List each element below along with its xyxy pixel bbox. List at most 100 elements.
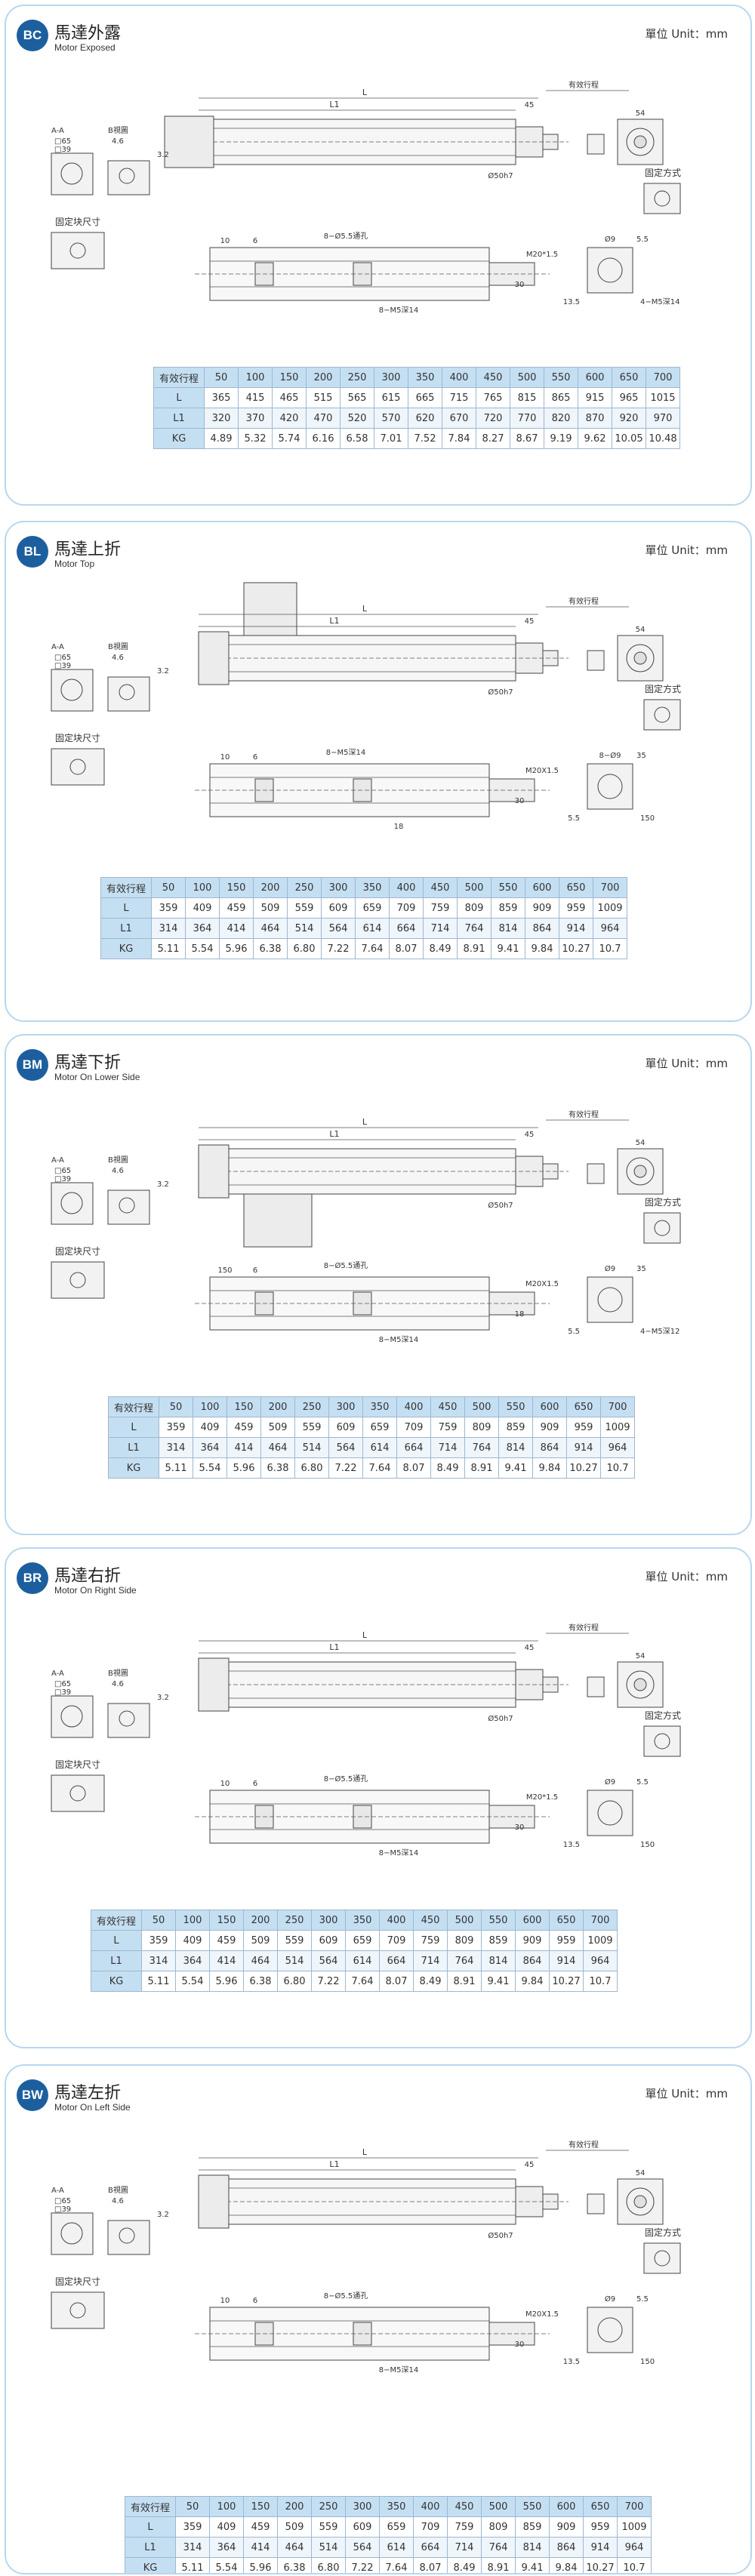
table-cell: 420 bbox=[272, 408, 307, 429]
table-header-cell: 300 bbox=[345, 2496, 380, 2517]
clevis bbox=[587, 1676, 605, 1697]
table-header-cell: 700 bbox=[646, 367, 680, 388]
label-block-size: 固定块尺寸 bbox=[55, 732, 100, 743]
section-title: 馬達上折 bbox=[54, 540, 122, 559]
clevis bbox=[587, 2193, 605, 2214]
table-row-label: L bbox=[108, 1417, 159, 1438]
table-cell: 414 bbox=[209, 1950, 244, 1971]
table-cell: 6.80 bbox=[287, 938, 322, 959]
table-header-cell: 100 bbox=[185, 877, 220, 898]
block-view-hole bbox=[69, 1272, 86, 1288]
section-code-badge: BR bbox=[17, 1562, 48, 1594]
end-detail-bore bbox=[597, 1287, 623, 1313]
table-cell: 759 bbox=[413, 1930, 448, 1951]
table-cell: 959 bbox=[559, 897, 593, 919]
label-aa: A-A bbox=[51, 643, 64, 651]
flange-bore bbox=[60, 162, 83, 185]
dim-46: 4.6 bbox=[112, 1680, 124, 1688]
b-view bbox=[107, 160, 150, 195]
dim-hole: 8−M5深14 bbox=[326, 748, 365, 757]
table-cell: 5.54 bbox=[193, 1457, 227, 1479]
dim-55: 35 bbox=[636, 1265, 646, 1273]
table-header-cell: 200 bbox=[260, 1396, 295, 1417]
table-header-cell: 500 bbox=[464, 1396, 499, 1417]
label-mount-method: 固定方式 bbox=[645, 1710, 681, 1721]
label-b-view: B視圖 bbox=[108, 125, 128, 135]
dim-sq39: □39 bbox=[54, 2205, 71, 2214]
table-cell: 659 bbox=[345, 1930, 380, 1951]
label-block-size: 固定块尺寸 bbox=[55, 1759, 100, 1770]
table-cell: 720 bbox=[476, 408, 510, 429]
table-cell: 864 bbox=[515, 1950, 550, 1971]
table-cell: 7.22 bbox=[321, 938, 356, 959]
dim-m5b: 4−M5深14 bbox=[640, 297, 680, 306]
label-b-view: B視圖 bbox=[108, 1155, 128, 1165]
table-header-cell: 150 bbox=[272, 367, 307, 388]
table-header-label: 有效行程 bbox=[108, 1396, 159, 1417]
dim-fit: Ø50h7 bbox=[488, 1714, 513, 1723]
table-cell: 514 bbox=[287, 918, 322, 939]
table-header-cell: 500 bbox=[457, 877, 492, 898]
table-cell: 659 bbox=[355, 897, 390, 919]
table-cell: 464 bbox=[277, 2537, 312, 2558]
table-header-cell: 400 bbox=[379, 1910, 414, 1931]
table-cell: 414 bbox=[226, 1437, 261, 1458]
table-cell: 1009 bbox=[593, 897, 627, 919]
table-cell: 859 bbox=[481, 1930, 516, 1951]
table-cell: 6.58 bbox=[340, 428, 374, 449]
dim-m5: 8−M5深14 bbox=[379, 2365, 418, 2374]
dim-46: 4.6 bbox=[112, 654, 124, 662]
dim-L1: L1 bbox=[329, 616, 339, 626]
table-cell: 7.22 bbox=[345, 2557, 380, 2573]
table-header-cell: 50 bbox=[151, 877, 186, 898]
table-cell: 5.96 bbox=[209, 1971, 244, 1992]
table-cell: 314 bbox=[159, 1437, 193, 1458]
dim-32: 3.2 bbox=[157, 1694, 169, 1702]
table-cell: 8.07 bbox=[396, 1457, 431, 1479]
table-header-cell: 350 bbox=[379, 2496, 414, 2517]
table-cell: 8.91 bbox=[457, 938, 492, 959]
unit-label: 單位 Unit：mm bbox=[645, 27, 728, 41]
flange-bore bbox=[60, 1705, 83, 1728]
table-cell: 10.7 bbox=[583, 1971, 618, 1992]
motor-block bbox=[243, 582, 297, 636]
table-cell: 5.11 bbox=[151, 938, 186, 959]
clevis bbox=[587, 650, 605, 671]
flange-view bbox=[51, 152, 94, 195]
dim-135: 13.5 bbox=[563, 2358, 580, 2366]
table-header-cell: 650 bbox=[549, 1910, 584, 1931]
table-cell: 759 bbox=[447, 2516, 482, 2538]
clevis bbox=[587, 1163, 605, 1184]
table-header-cell: 650 bbox=[612, 367, 646, 388]
table-cell: 359 bbox=[151, 897, 186, 919]
mount-view-hole bbox=[654, 1733, 670, 1750]
table-cell: 909 bbox=[525, 897, 559, 919]
table-cell: 10.27 bbox=[559, 938, 593, 959]
table-cell: 570 bbox=[374, 408, 408, 429]
section-title: 馬達左折 bbox=[54, 2084, 122, 2103]
table-header-cell: 600 bbox=[578, 367, 612, 388]
table-cell: 459 bbox=[209, 1930, 244, 1951]
table-cell: 659 bbox=[379, 2516, 414, 2538]
table-cell: 409 bbox=[175, 1930, 210, 1951]
dim-fit: Ø50h7 bbox=[488, 688, 513, 697]
table-cell: 470 bbox=[306, 408, 341, 429]
label-mount-method: 固定方式 bbox=[645, 1196, 681, 1208]
table-cell: 8.27 bbox=[476, 428, 510, 449]
dim-46: 4.6 bbox=[112, 1167, 124, 1175]
table-cell: 815 bbox=[510, 387, 544, 408]
table-header-cell: 650 bbox=[566, 1396, 601, 1417]
dim-fit: Ø50h7 bbox=[488, 1201, 513, 1210]
mount-view-hole bbox=[654, 190, 670, 207]
table-cell: 709 bbox=[389, 897, 424, 919]
label-block-size: 固定块尺寸 bbox=[55, 2276, 100, 2287]
table-header-cell: 50 bbox=[159, 1396, 193, 1417]
table-cell: 8.91 bbox=[481, 2557, 516, 2573]
